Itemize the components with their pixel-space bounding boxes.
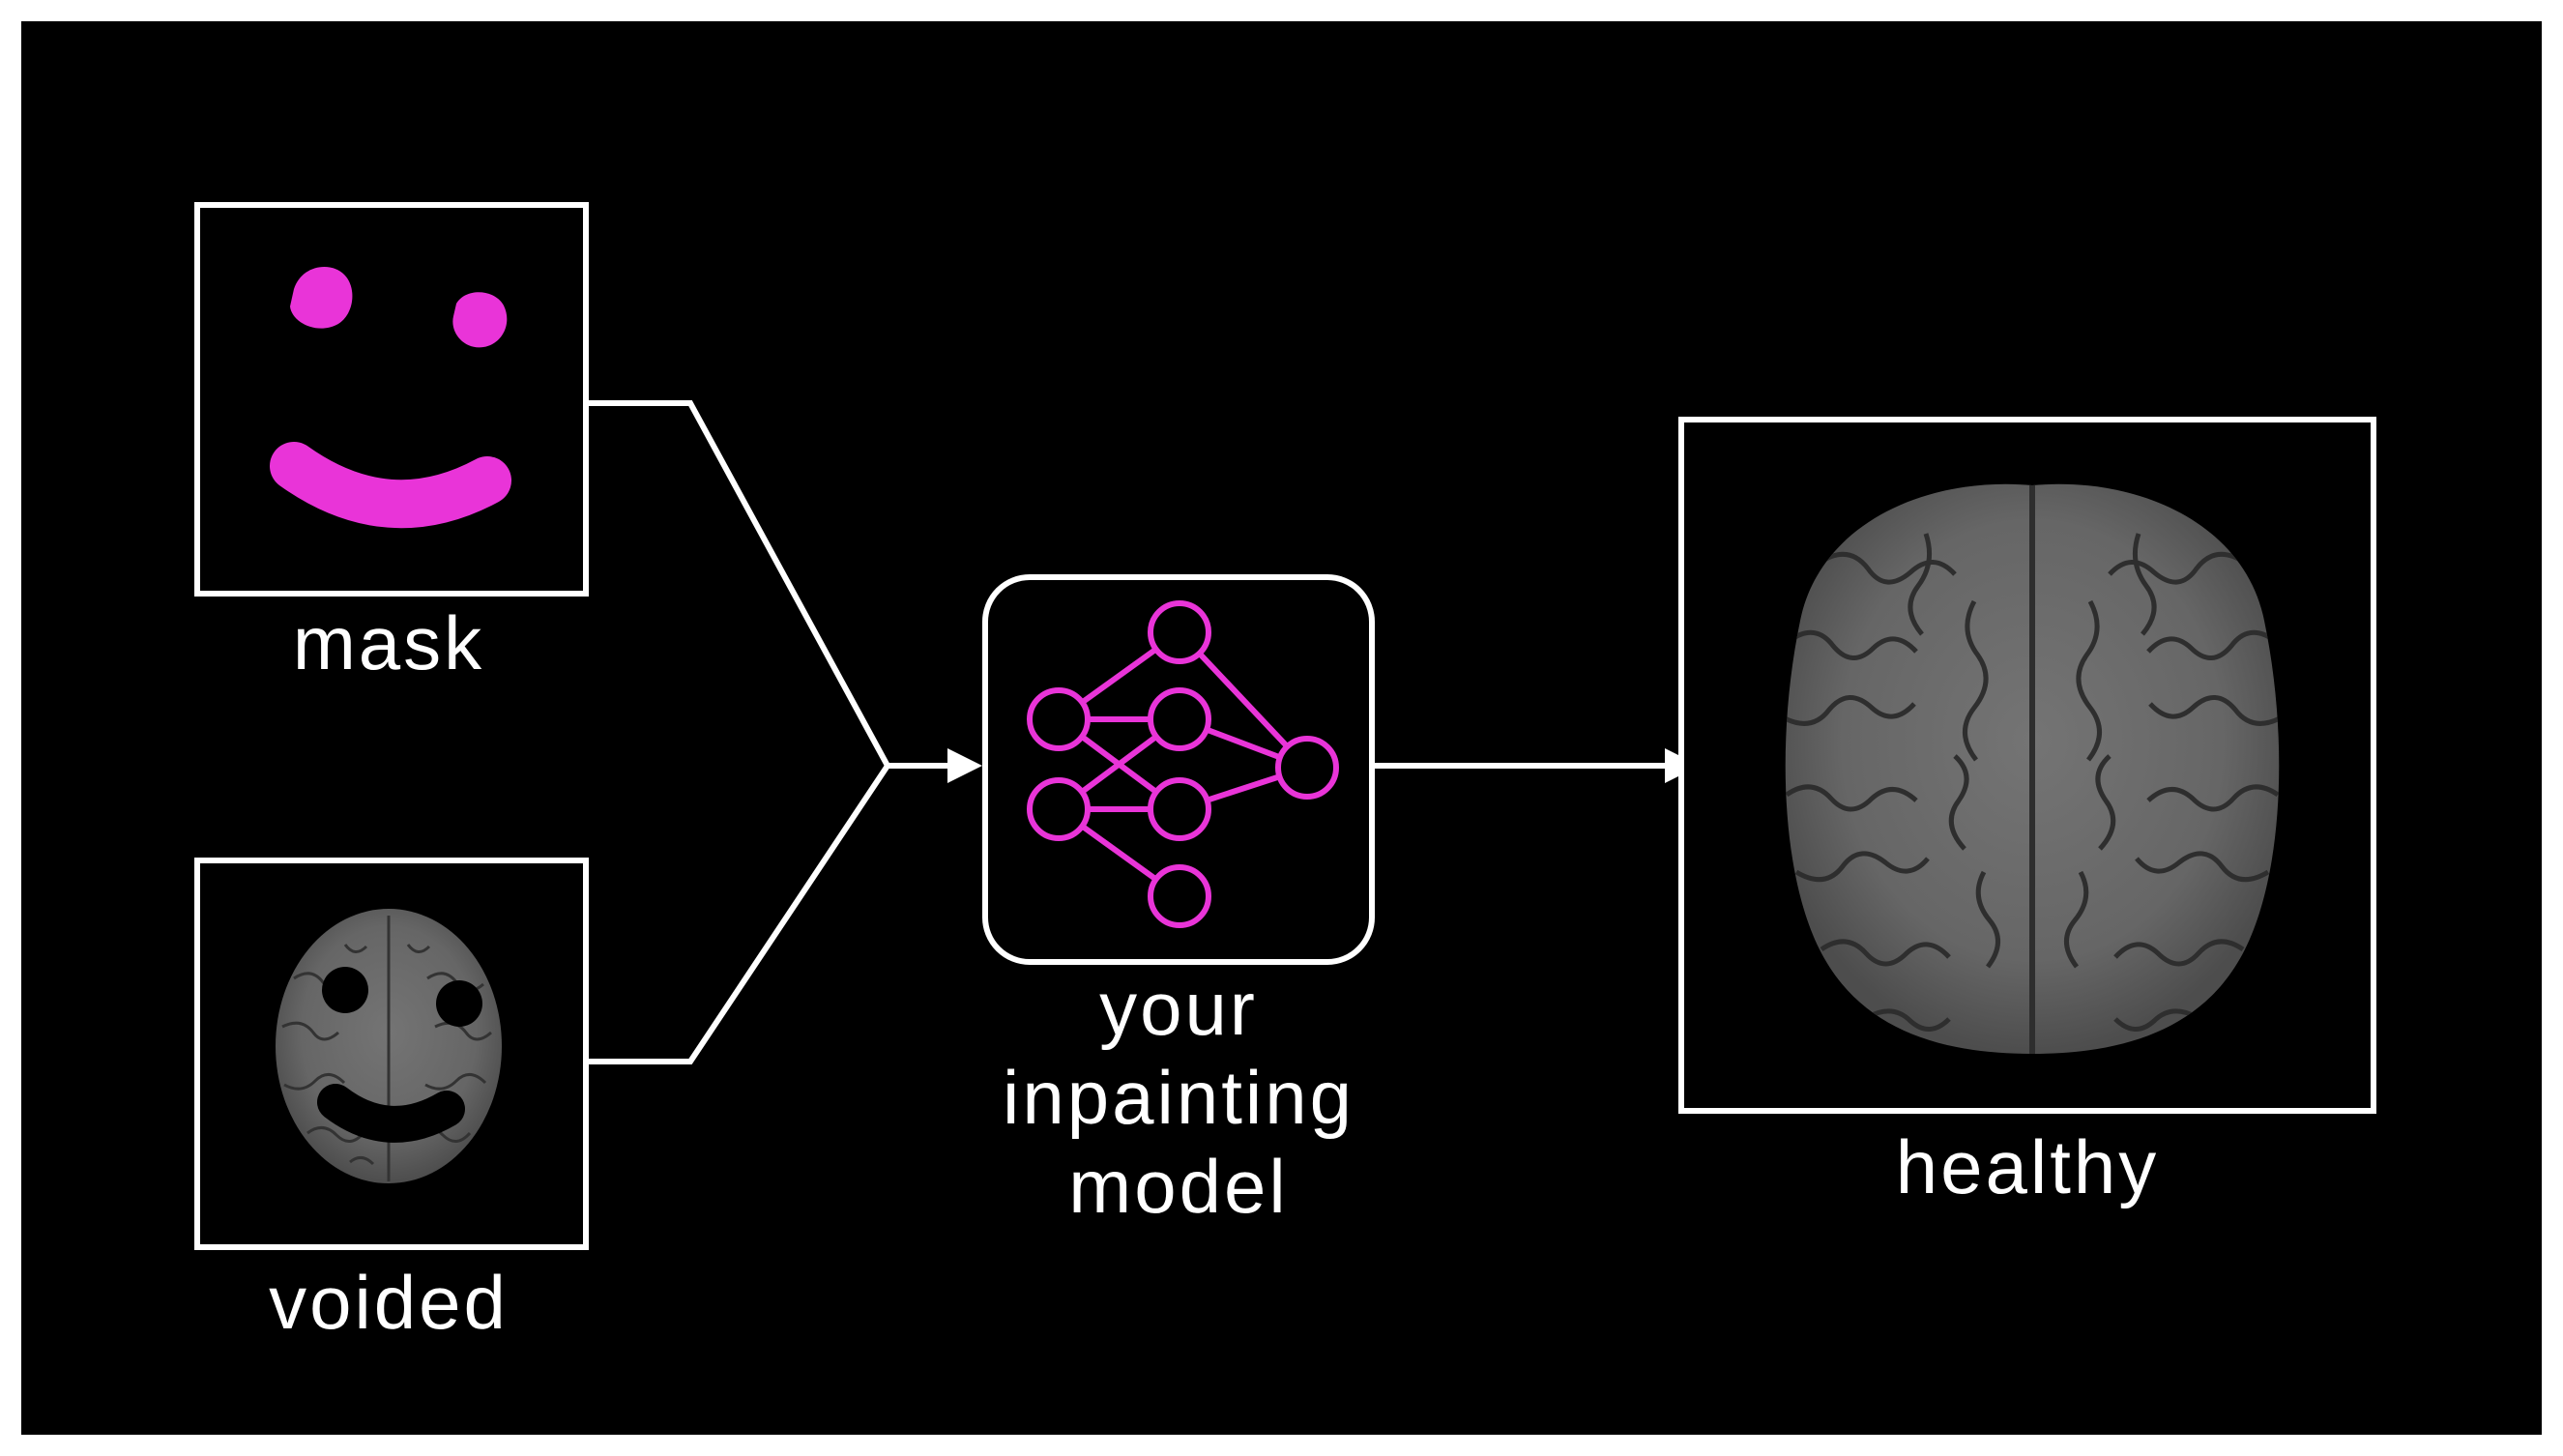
- voided-left-eye: [322, 967, 368, 1013]
- mask-connector-line: [586, 400, 890, 768]
- brain-mri-slice-icon: [1785, 483, 2280, 1054]
- mask-label: mask: [293, 600, 484, 685]
- model-frame: [982, 574, 1375, 965]
- smiley-face-mask-icon: [270, 267, 511, 529]
- voided-label: voided: [269, 1260, 509, 1345]
- mask-right-eye: [452, 292, 508, 348]
- healthy-brain-sulci: [1785, 483, 2280, 1054]
- model-label-line1: your: [1099, 966, 1258, 1051]
- voided-right-eye: [436, 980, 482, 1027]
- voided-connector-line: [586, 764, 890, 1064]
- model-label-line2: inpainting: [1003, 1055, 1354, 1140]
- healthy-label: healthy: [1896, 1124, 2160, 1209]
- inpainting-pipeline-diagram: mask voided: [194, 202, 2376, 1345]
- mask-smile: [270, 442, 511, 529]
- network-nodes: [1027, 600, 1339, 928]
- diagram-canvas: mask voided: [21, 21, 2542, 1435]
- neural-network-icon: [1027, 600, 1339, 928]
- mask-image-frame: [194, 202, 589, 597]
- voided-smile: [317, 1084, 465, 1143]
- input-arrow-head: [947, 748, 982, 783]
- mask-left-eye: [290, 267, 353, 329]
- voided-brain-smiley-icon: [276, 909, 502, 1183]
- model-label-line3: model: [1068, 1144, 1288, 1229]
